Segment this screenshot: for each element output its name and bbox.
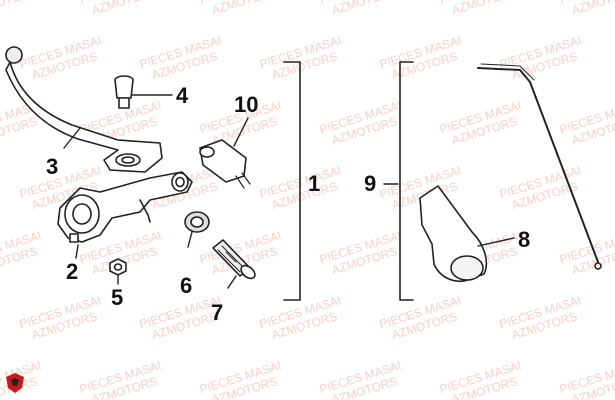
callout-8: 8 xyxy=(518,227,530,252)
brand-logo-icon xyxy=(6,373,24,393)
adjuster-bolt xyxy=(212,239,256,280)
clutch-lever xyxy=(5,46,163,173)
callout-4: 4 xyxy=(176,83,189,108)
callout-7: 7 xyxy=(211,300,223,325)
clutch-cable xyxy=(477,63,602,270)
callout-2: 2 xyxy=(66,259,78,284)
clutch-switch xyxy=(199,139,251,189)
callout-5: 5 xyxy=(111,285,123,310)
callout-10: 10 xyxy=(234,92,258,117)
callout-1: 1 xyxy=(308,171,320,196)
adjuster-nut xyxy=(184,211,210,233)
callout-labels: 1 2 3 4 5 6 7 8 9 10 xyxy=(46,83,530,325)
callout-3: 3 xyxy=(46,154,58,179)
group-brackets xyxy=(283,61,414,301)
pivot-bolt xyxy=(114,75,134,109)
grip-cover xyxy=(419,185,488,282)
nut xyxy=(109,258,127,276)
leader-lines xyxy=(63,94,515,289)
callout-9: 9 xyxy=(364,171,376,196)
lever-bracket xyxy=(57,171,193,243)
callout-6: 6 xyxy=(180,273,192,298)
